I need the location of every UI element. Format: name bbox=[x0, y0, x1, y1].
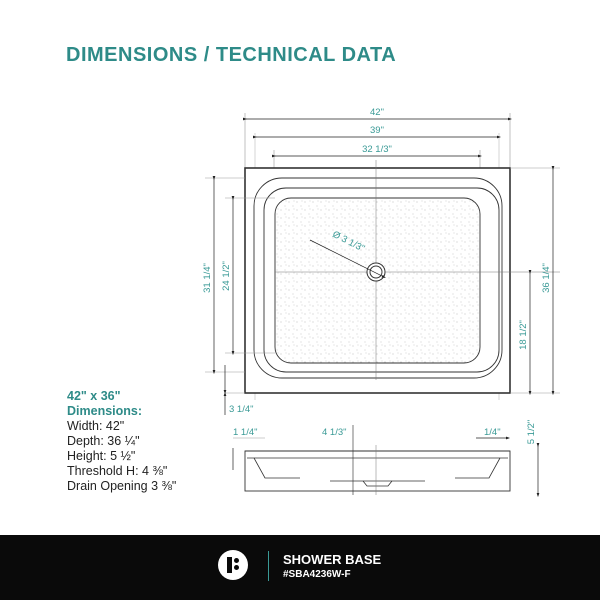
spec-threshold: Threshold H: 4 ⅜" bbox=[67, 464, 168, 478]
specs-heading: Dimensions: bbox=[67, 404, 143, 418]
product-sku: #SBA4236W-F bbox=[283, 569, 351, 580]
spec-width: Width: 42" bbox=[67, 419, 125, 433]
brand-logo-icon bbox=[218, 550, 248, 580]
dim-left-outer-height: 31 1/4" bbox=[202, 263, 213, 293]
top-view: 42" 39" 32 1/3" Ø 3 1/3" 31 1/4" 24 1/2" bbox=[202, 107, 560, 415]
page-title: DIMENSIONS / TECHNICAL DATA bbox=[66, 44, 397, 66]
footer-divider bbox=[268, 551, 269, 581]
dim-right-drain-offset: 18 1/2" bbox=[518, 320, 529, 350]
dim-threshold-offset: 3 1/4" bbox=[229, 404, 254, 415]
dim-basin-width: 32 1/3" bbox=[362, 144, 392, 155]
dim-right-lip: 1/4" bbox=[484, 427, 501, 438]
dim-height: 5 1/2" bbox=[526, 420, 537, 445]
specs-block: 42" x 36" Dimensions: Width: 42" Depth: … bbox=[67, 389, 176, 494]
dim-inner-width: 39" bbox=[370, 125, 384, 136]
technical-drawing: 42" 39" 32 1/3" Ø 3 1/3" 31 1/4" 24 1/2" bbox=[202, 107, 560, 498]
spec-depth: Depth: 36 ¼" bbox=[67, 434, 140, 448]
dim-depth: 4 1/3" bbox=[322, 427, 347, 438]
side-view: 1 1/4" 4 1/3" 1/4" 5 1/2" bbox=[232, 420, 540, 498]
dim-overall-width: 42" bbox=[370, 107, 384, 118]
product-name: SHOWER BASE bbox=[283, 552, 382, 567]
spec-height: Height: 5 ½" bbox=[67, 449, 136, 463]
dim-right-overall-depth: 36 1/4" bbox=[541, 263, 552, 293]
dim-left-lip: 1 1/4" bbox=[233, 427, 258, 438]
footer-bar bbox=[0, 535, 600, 600]
specs-size: 42" x 36" bbox=[67, 389, 121, 403]
dim-left-inner-height: 24 1/2" bbox=[221, 261, 232, 291]
spec-drain: Drain Opening 3 ⅜" bbox=[67, 479, 177, 493]
